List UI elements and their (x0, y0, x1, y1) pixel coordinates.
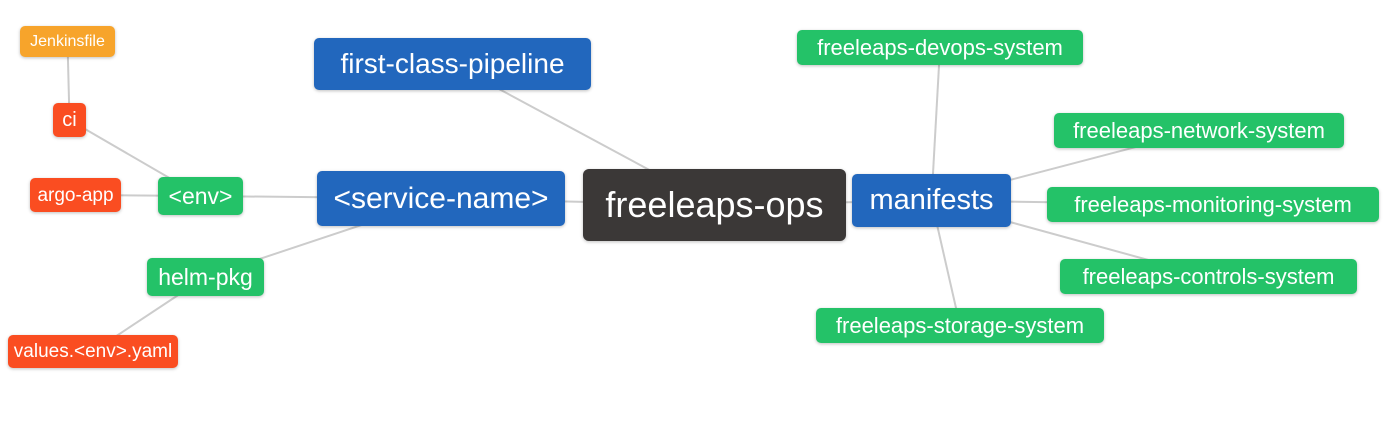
node-label: freeleaps-controls-system (1082, 263, 1335, 289)
node-jenkinsfile[interactable]: Jenkinsfile (20, 26, 115, 57)
node-freeleaps-controls-system[interactable]: freeleaps-controls-system (1060, 259, 1357, 294)
node-label: freeleaps-storage-system (835, 312, 1085, 338)
node-service-name[interactable]: <service-name> (317, 171, 565, 226)
node-helm-pkg[interactable]: helm-pkg (147, 258, 264, 296)
node-freeleaps-storage-system[interactable]: freeleaps-storage-system (816, 308, 1104, 343)
node-label: Jenkinsfile (30, 32, 105, 50)
node-label: first-class-pipeline (340, 48, 565, 79)
node-label: <service-name> (333, 181, 549, 215)
node-freeleaps-ops[interactable]: freeleaps-ops (583, 169, 846, 241)
node-values-env-yaml[interactable]: values.<env>.yaml (8, 335, 178, 368)
node-label: freeleaps-ops (605, 184, 824, 225)
node-first-class-pipeline[interactable]: first-class-pipeline (314, 38, 591, 90)
node-label: freeleaps-network-system (1073, 117, 1325, 143)
node-freeleaps-monitoring-system[interactable]: freeleaps-monitoring-system (1047, 187, 1379, 222)
node-env[interactable]: <env> (158, 177, 243, 215)
node-label: freeleaps-devops-system (817, 34, 1063, 60)
node-label: values.<env>.yaml (13, 341, 173, 362)
node-argo-app[interactable]: argo-app (30, 178, 121, 212)
node-label: <env> (168, 182, 233, 209)
node-label: ci (62, 109, 77, 131)
node-manifests[interactable]: manifests (852, 174, 1011, 227)
node-freeleaps-network-system[interactable]: freeleaps-network-system (1054, 113, 1344, 148)
node-label: freeleaps-monitoring-system (1074, 191, 1352, 217)
node-freeleaps-devops-system[interactable]: freeleaps-devops-system (797, 30, 1083, 65)
node-ci[interactable]: ci (53, 103, 86, 137)
node-label: argo-app (37, 184, 114, 206)
node-label: manifests (869, 184, 994, 216)
node-label: helm-pkg (158, 263, 253, 290)
